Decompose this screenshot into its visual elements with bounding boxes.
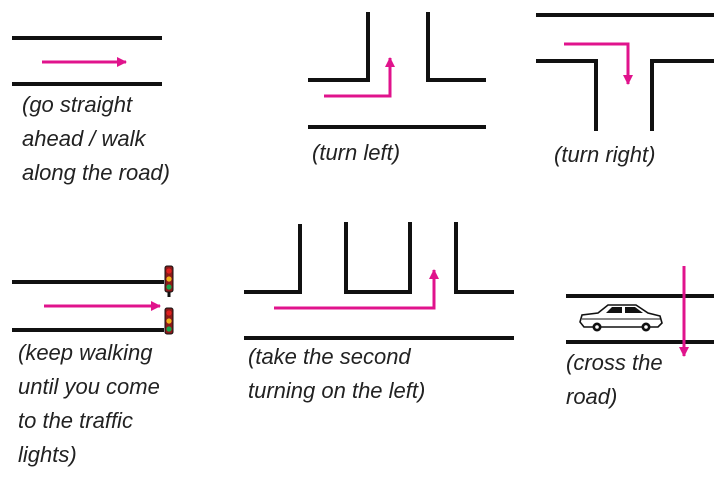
turn-right-arrow — [564, 42, 633, 85]
caption-turn-left: (turn left) — [312, 136, 400, 170]
caption-line: (turn left) — [312, 140, 401, 165]
side-road-left-edge — [536, 59, 598, 131]
caption-second-left: (take the second turning on the left) — [248, 340, 425, 408]
traffic-light-top — [164, 265, 174, 297]
panel-second-left — [244, 222, 514, 340]
caption-line: ahead / walk — [22, 126, 146, 151]
side-road-right-edge — [650, 59, 714, 131]
caption-line: (cross the — [566, 350, 663, 375]
caption-line: until you come — [18, 374, 160, 399]
turn-left-arrow — [324, 57, 395, 98]
caption-line: (go straight — [22, 92, 133, 117]
panel-traffic-lights — [12, 280, 164, 332]
caption-traffic-lights: (keep walking until you come to the traf… — [18, 336, 160, 472]
caption-line: road) — [566, 384, 618, 409]
side-road-1-left-edge — [244, 224, 302, 294]
block-between-roads — [344, 222, 412, 294]
panel-go-straight — [12, 36, 162, 86]
caption-go-straight: (go straight ahead / walk along the road… — [22, 88, 170, 190]
panel-turn-left — [308, 12, 486, 129]
caption-line: (keep walking — [18, 340, 153, 365]
caption-line: to the traffic — [18, 408, 133, 433]
traffic-light-bottom — [164, 307, 174, 335]
caption-line: along the road) — [22, 160, 170, 185]
car-icon — [579, 304, 663, 332]
panel-cross-road — [566, 294, 714, 344]
caption-line: turning on the left) — [248, 378, 426, 403]
panel-turn-right — [536, 13, 714, 131]
caption-turn-right: (turn right) — [554, 138, 655, 172]
side-road-left-edge — [308, 12, 370, 82]
side-road-right-edge — [426, 12, 486, 82]
caption-line: (take the second — [248, 344, 411, 369]
caption-cross-road: (cross the road) — [566, 346, 663, 414]
caption-line: lights) — [18, 442, 77, 467]
side-road-2-right-edge — [454, 222, 514, 294]
caption-line: (turn right) — [554, 142, 656, 167]
second-left-arrow — [274, 269, 439, 310]
